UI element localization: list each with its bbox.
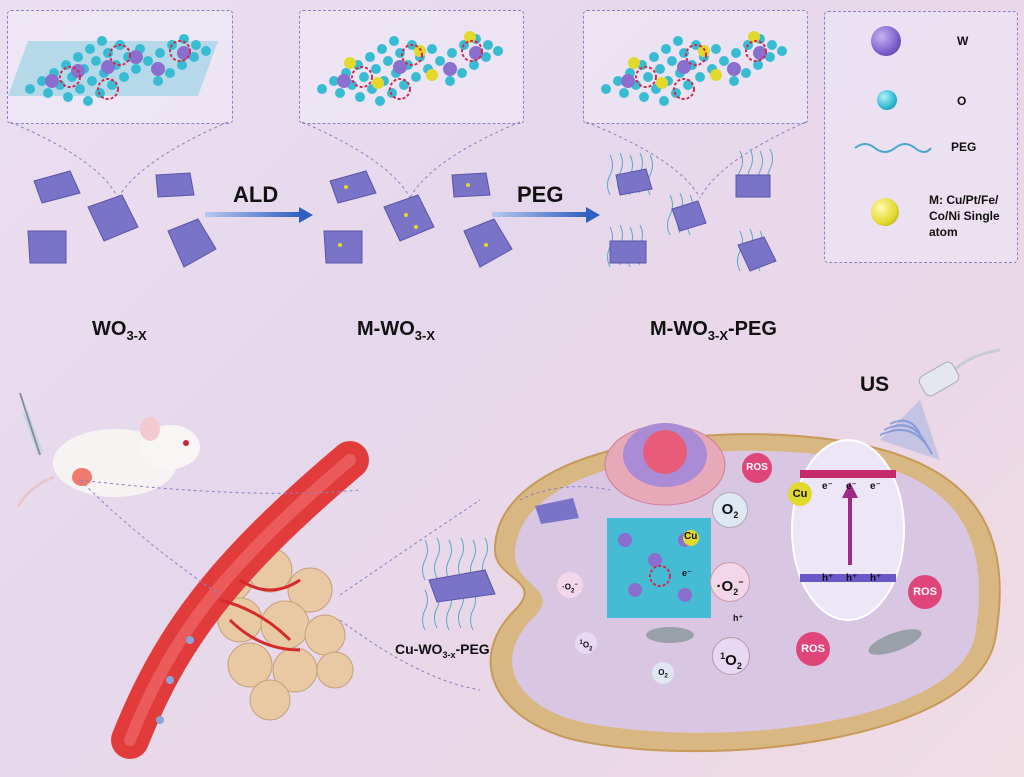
wo3x-nanosheets xyxy=(27,170,217,268)
m-wo3x-lattice-image xyxy=(317,31,503,106)
legend-box: W O PEG M: Cu/Pt/Fe/ Co/Ni Single atom xyxy=(824,11,1018,263)
peg-chain-icon xyxy=(854,143,932,153)
ald-arrow xyxy=(205,207,313,223)
ultrasound-probe xyxy=(880,348,1001,460)
singlet-oxygen: 1O2 xyxy=(712,637,750,675)
ros-burst-3: ROS xyxy=(796,632,830,666)
electron-2: e⁻ xyxy=(846,481,857,492)
peg-arrow xyxy=(492,207,600,223)
legend-peg-label: PEG xyxy=(951,140,977,154)
superoxide-radical: ·O2− xyxy=(710,562,750,602)
hole-arrow-label: h⁺ xyxy=(733,613,744,623)
connector-lines xyxy=(79,479,611,691)
oxygen-molecule: O2 xyxy=(712,492,748,528)
legend-w-label: W xyxy=(957,34,969,48)
blood-vessel-tumor xyxy=(111,441,369,759)
m-wo3x-peg-lattice-panel xyxy=(583,10,808,124)
oxygen-molecule-small: O2 xyxy=(652,662,674,684)
mouse-illustration xyxy=(16,392,200,508)
m-wo3x-peg-nanosheets xyxy=(607,148,777,272)
m-wo3x-peg-label: M-WO3-X-PEG xyxy=(650,318,777,343)
wo3x-lattice-panel xyxy=(7,10,233,124)
legend-m-label: M: Cu/Pt/Fe/ Co/Ni Single atom xyxy=(929,193,1000,239)
wo3x-lattice-image xyxy=(7,34,218,106)
hole-1: h⁺ xyxy=(822,573,834,584)
singlet-oxygen-small: 1O2 xyxy=(575,632,597,654)
panel-zoom-funnels xyxy=(9,121,807,199)
hole-2: h⁺ xyxy=(846,573,858,584)
oxygen-atom-icon xyxy=(877,90,897,110)
m-wo3x-label: M-WO3-X xyxy=(357,318,435,343)
tungsten-atom-icon xyxy=(871,26,901,56)
cu-single-atom: Cu xyxy=(788,482,812,506)
cu-wo3x-peg-particle xyxy=(422,537,496,630)
cu-atom-lattice-label: Cu xyxy=(684,531,698,542)
legend-o-label: O xyxy=(957,94,967,108)
superoxide-radical-small: ·O2− xyxy=(557,572,583,598)
cu-wo3x-peg-label: Cu-WO3-x-PEG xyxy=(395,641,490,660)
lattice-electron: e⁻ xyxy=(682,568,692,578)
m-wo3x-peg-lattice-image xyxy=(601,31,787,106)
m-wo3x-lattice-panel xyxy=(299,10,524,124)
us-label: US xyxy=(860,373,890,396)
wo3x-label: WO3-X xyxy=(92,318,147,343)
ros-burst-1: ROS xyxy=(742,453,772,483)
metal-single-atom-icon xyxy=(871,198,899,226)
ros-burst-2: ROS xyxy=(908,575,942,609)
m-wo3x-nanosheets xyxy=(323,170,513,268)
electron-1: e⁻ xyxy=(822,481,833,492)
ald-label: ALD xyxy=(233,182,279,207)
hole-3: h⁺ xyxy=(870,573,882,584)
peg-arrow-label: PEG xyxy=(517,182,564,207)
electron-3: e⁻ xyxy=(870,481,881,492)
